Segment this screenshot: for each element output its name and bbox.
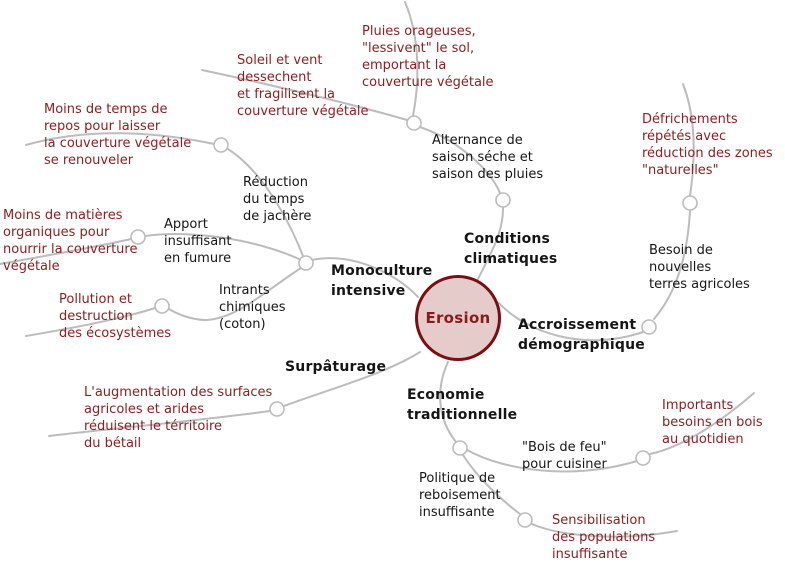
link-besoin-defrichements — [682, 83, 695, 197]
leaf-label-moins-de-matieres[interactable]: Moins de matières organiques pour nourri… — [3, 208, 138, 274]
node-label-apport-fumure[interactable]: Apport insuffisant en fumure — [164, 217, 232, 266]
link-surpaturage-augmentation — [48, 410, 271, 437]
leaf-label-moins-de-temps[interactable]: Moins de temps de repos pour laisser la … — [44, 102, 192, 168]
link-bois-importants — [649, 392, 755, 455]
leaf-label-sensibilisation[interactable]: Sensibilisation des populations insuffis… — [552, 513, 656, 562]
link-erosion-economie — [439, 361, 457, 443]
link-erosion-conditions — [477, 205, 505, 280]
link-apport-moins-matieres — [0, 238, 132, 265]
leaf-label-soleil-vent[interactable]: Soleil et vent dessechent et fragilisent… — [237, 53, 369, 119]
node-label-alternance-saisons[interactable]: Alternance de saison séche et saison des… — [432, 133, 544, 182]
branch-label-economie-traditionnelle[interactable]: Economie traditionnelle — [407, 387, 518, 423]
link-alternance-soleil — [201, 69, 408, 121]
link-politique-sensibilisation — [531, 523, 678, 538]
link-intrants-pollution — [25, 307, 156, 337]
leaf-label-pluies-orageuses[interactable]: Pluies orageuses, "lessivent" le sol, em… — [362, 24, 494, 90]
node-label-politique-reboisement[interactable]: Politique de reboisement insuffisante — [419, 471, 501, 520]
branch-label-surpaturage[interactable]: Surpâturage — [285, 359, 387, 375]
junction-surpaturage[interactable] — [269, 401, 285, 417]
link-monoculture-apport — [144, 233, 300, 260]
junction-monoculture[interactable] — [298, 255, 314, 271]
leaf-label-importants-besoins-bois[interactable]: Importants besoins en bois au quotidien — [662, 398, 763, 447]
junction-conditions[interactable] — [495, 192, 511, 208]
branch-label-monoculture-intensive[interactable]: Monoculture intensive — [331, 263, 433, 299]
junction-economie[interactable] — [452, 440, 468, 456]
leaf-label-defrichements[interactable]: Défrichements répétés avec réduction des… — [642, 112, 773, 178]
junction-besoin[interactable] — [682, 195, 698, 211]
junction-politique[interactable] — [517, 512, 533, 528]
junction-alternance[interactable] — [406, 115, 422, 131]
link-erosion-monoculture — [311, 257, 419, 298]
link-accroissement-besoin — [653, 210, 691, 320]
junction-bois[interactable] — [635, 450, 651, 466]
node-label-reduction-jachere[interactable]: Réduction du temps de jachère — [243, 175, 312, 224]
link-monoculture-intrants — [168, 267, 302, 322]
link-conditions-alternance — [419, 126, 501, 194]
link-reduction-moins-temps — [25, 132, 215, 146]
link-erosion-surpaturage — [283, 351, 421, 407]
leaf-label-augmentation-surfaces[interactable]: L'augmentation des surfaces agricoles et… — [84, 385, 273, 451]
leaf-label-pollution-ecosystemes[interactable]: Pollution et destruction des écosystèmes — [59, 292, 172, 341]
link-monoculture-reduction — [227, 148, 304, 257]
junction-intrants[interactable] — [154, 298, 170, 314]
link-economie-politique — [462, 454, 521, 515]
branch-label-conditions-climatiques[interactable]: Conditions climatiques — [464, 231, 558, 267]
link-economie-bois — [466, 449, 638, 473]
junction-accroissement[interactable] — [641, 319, 657, 335]
branch-label-accroissement-demographique[interactable]: Accroissement démographique — [518, 317, 645, 353]
link-erosion-accroissement — [498, 302, 644, 342]
node-label-bois-de-feu[interactable]: "Bois de feu" pour cuisiner — [522, 440, 607, 472]
junction-apport[interactable] — [130, 229, 146, 245]
central-node-label: Erosion — [425, 309, 491, 327]
central-node-erosion[interactable]: Erosion — [415, 275, 501, 361]
junction-moins-temps[interactable] — [213, 137, 229, 153]
node-label-intrants-chimiques[interactable]: Intrants chimiques (coton) — [219, 283, 286, 332]
node-label-besoin-terres[interactable]: Besoin de nouvelles terres agricoles — [649, 243, 750, 292]
link-alternance-pluies — [404, 1, 419, 117]
